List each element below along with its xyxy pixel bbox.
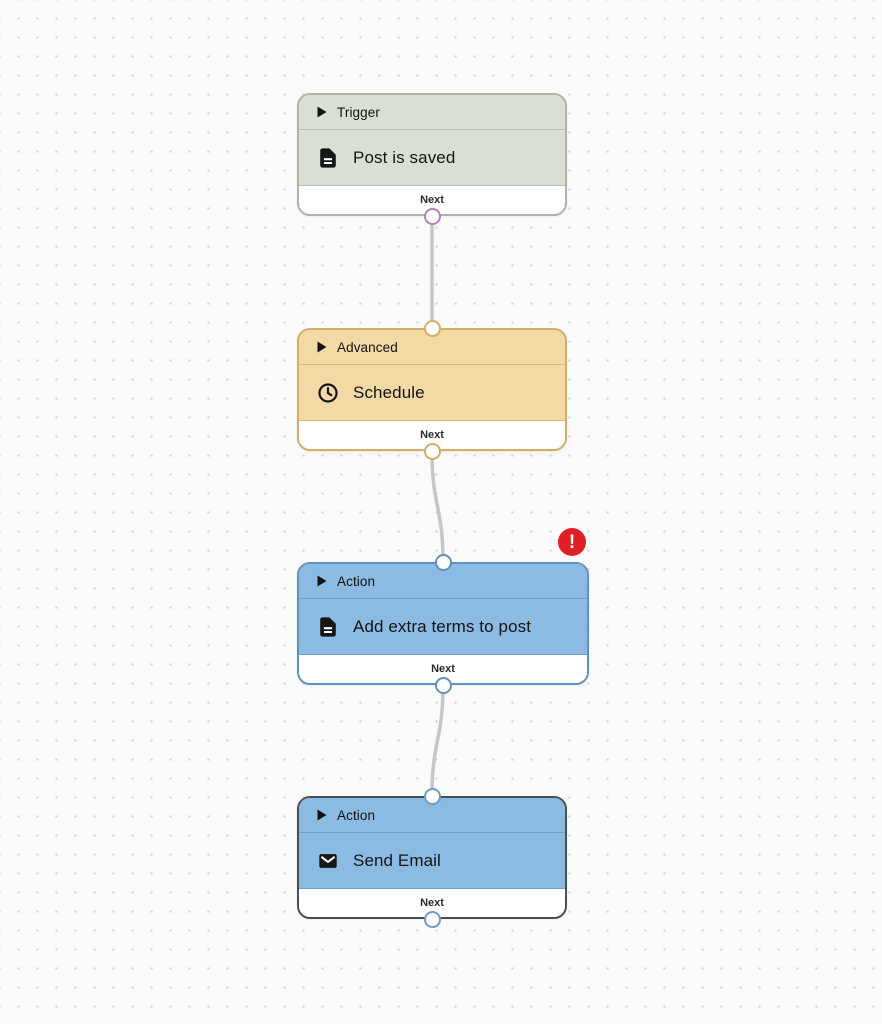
- node-3-port-bottom[interactable]: [423, 910, 441, 928]
- node-1-port-top[interactable]: [423, 319, 441, 337]
- node-title: Post is saved: [353, 147, 456, 167]
- node-body: Post is saved: [299, 130, 565, 185]
- document-icon: [317, 147, 339, 169]
- node-2-port-top[interactable]: [434, 553, 452, 571]
- next-label: Next: [420, 897, 444, 909]
- node-header: Trigger: [299, 95, 565, 130]
- edge-connector[interactable]: [430, 683, 445, 798]
- node-body: Add extra terms to post: [299, 599, 587, 654]
- error-badge[interactable]: !: [558, 528, 586, 556]
- play-icon: [317, 106, 327, 118]
- workflow-node-advanced-1[interactable]: Advanced Schedule Next: [297, 328, 567, 451]
- node-1-port-bottom[interactable]: [423, 442, 441, 460]
- workflow-node-action-2[interactable]: Action Add extra terms to post Next: [297, 562, 589, 685]
- node-3-port-top[interactable]: [423, 787, 441, 805]
- play-icon: [317, 809, 327, 821]
- clock-icon: [317, 382, 339, 404]
- workflow-node-action-3[interactable]: Action Send Email Next: [297, 796, 567, 919]
- node-kind-label: Action: [337, 573, 376, 589]
- node-2-port-bottom[interactable]: [434, 676, 452, 694]
- node-header: Advanced: [299, 330, 565, 365]
- next-label: Next: [431, 663, 455, 675]
- node-next-footer: Next: [299, 185, 565, 214]
- next-label: Next: [420, 194, 444, 206]
- mail-icon: [317, 850, 339, 872]
- node-body: Send Email: [299, 833, 565, 888]
- node-title: Send Email: [353, 850, 441, 870]
- next-label: Next: [420, 429, 444, 441]
- node-kind-label: Action: [337, 807, 376, 823]
- play-icon: [317, 341, 327, 353]
- workflow-node-trigger-0[interactable]: Trigger Post is saved Next: [297, 93, 567, 216]
- node-next-footer: Next: [299, 420, 565, 449]
- node-title: Add extra terms to post: [353, 616, 532, 636]
- node-0-port-bottom[interactable]: [423, 207, 441, 225]
- node-kind-label: Advanced: [337, 339, 398, 355]
- play-icon: [317, 575, 327, 587]
- node-body: Schedule: [299, 365, 565, 420]
- document-icon: [317, 616, 339, 638]
- edge-connector[interactable]: [430, 449, 445, 564]
- node-title: Schedule: [353, 382, 425, 402]
- node-kind-label: Trigger: [337, 104, 380, 120]
